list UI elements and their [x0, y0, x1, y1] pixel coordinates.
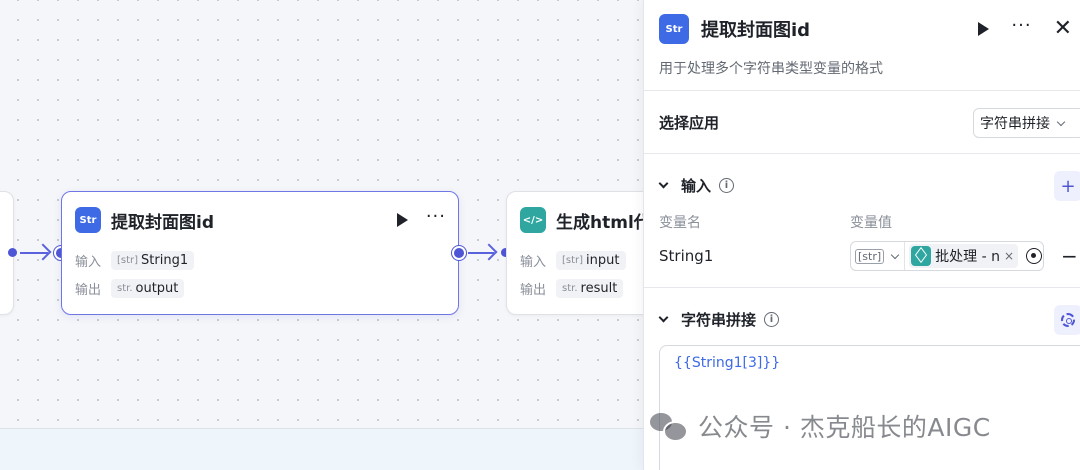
- output-value: result: [580, 281, 618, 296]
- node-config-panel: Str 提取封面图id ··· ✕ 用于处理多个字符串类型变量的格式 选择应用 …: [643, 0, 1080, 470]
- gear-icon: [1061, 313, 1075, 327]
- target-icon[interactable]: [1026, 248, 1043, 264]
- concat-section-title: 字符串拼接: [681, 311, 757, 329]
- main-node-actions: ···: [396, 206, 446, 228]
- reference-chip[interactable]: 批处理 - n ×: [909, 244, 1019, 268]
- wechat-icon: [650, 411, 688, 442]
- info-icon[interactable]: i: [764, 312, 780, 327]
- output-chip: str. result: [556, 279, 624, 298]
- add-variable-button[interactable]: +: [1054, 171, 1080, 201]
- main-node-output-port[interactable]: [452, 246, 466, 260]
- output-label: 输出: [520, 283, 547, 298]
- watermark: 公众号 · 杰克船长的AIGC: [650, 408, 991, 444]
- type-tag: [str]: [117, 255, 139, 266]
- layers-icon: [911, 246, 932, 266]
- input-section-header[interactable]: 输入 i: [658, 175, 735, 196]
- next-node-input-port[interactable]: [501, 248, 510, 257]
- main-node-title: 提取封面图id: [111, 212, 214, 233]
- type-tag: [str]: [855, 248, 885, 264]
- column-header-name: 变量名: [659, 215, 701, 231]
- chevron-down-icon: [890, 250, 900, 259]
- next-node-title: 生成html代: [556, 212, 651, 233]
- play-icon[interactable]: [978, 22, 990, 36]
- divider: [644, 153, 1080, 154]
- more-icon[interactable]: ···: [1011, 15, 1032, 36]
- panel-title[interactable]: 提取封面图id: [701, 20, 811, 41]
- divider: [644, 90, 1080, 91]
- next-node-output-row: 输出 str. result: [520, 279, 624, 298]
- next-node-header: </> 生成html代: [520, 206, 663, 234]
- edge-arrow-in: [20, 252, 48, 254]
- code-icon: </>: [520, 207, 546, 233]
- variable-name: String1: [659, 247, 714, 265]
- play-icon[interactable]: [396, 213, 408, 227]
- chevron-down-icon: [1056, 117, 1066, 126]
- concat-section-header[interactable]: 字符串拼接 i: [658, 309, 780, 330]
- select-app-label: 选择应用: [659, 114, 720, 132]
- reference-label: 批处理 - n: [935, 249, 1000, 265]
- panel-header: Str 提取封面图id ··· ✕: [659, 14, 1080, 44]
- canvas-footer: [0, 428, 643, 470]
- divider: [644, 287, 1080, 288]
- main-node-header: Str 提取封面图id ···: [75, 206, 446, 234]
- input-chip: [str] input: [556, 251, 626, 270]
- info-icon[interactable]: i: [719, 178, 735, 193]
- main-node[interactable]: Str 提取封面图id ··· 输入 [str] String1 输出 str.…: [61, 191, 459, 315]
- workflow-canvas[interactable]: Str 提取封面图id ··· 输入 [str] String1 输出 str.…: [0, 0, 676, 428]
- type-tag: str.: [562, 283, 578, 294]
- panel-actions: ··· ✕: [978, 15, 1072, 41]
- type-tag: str.: [117, 283, 133, 294]
- output-label: 输出: [75, 283, 102, 298]
- close-icon[interactable]: ✕: [1053, 16, 1072, 41]
- column-header-value: 变量值: [850, 215, 892, 231]
- variable-value-field[interactable]: [str] 批处理 - n ×: [850, 241, 1044, 271]
- input-label: 输入: [75, 255, 102, 270]
- input-value: input: [586, 253, 620, 268]
- edge-arrow-out: [468, 252, 494, 254]
- main-node-input-row: 输入 [str] String1: [75, 251, 195, 270]
- input-label: 输入: [520, 255, 547, 270]
- main-node-output-row: 输出 str. output: [75, 279, 185, 298]
- type-selector[interactable]: [str]: [855, 242, 906, 270]
- chevron-down-icon[interactable]: [658, 178, 669, 189]
- close-icon[interactable]: ×: [1003, 249, 1015, 263]
- string-icon: Str: [659, 14, 689, 44]
- input-chip: [str] String1: [111, 251, 195, 270]
- input-value: String1: [141, 253, 189, 268]
- output-value: output: [135, 281, 179, 296]
- settings-button[interactable]: [1054, 305, 1080, 335]
- template-text: {{String1[3]}}: [674, 355, 781, 371]
- template-editor[interactable]: {{String1[3]}}: [659, 345, 1080, 470]
- type-tag: [str]: [562, 255, 584, 266]
- chevron-down-icon[interactable]: [658, 312, 669, 323]
- select-app-dropdown[interactable]: 字符串拼接: [973, 108, 1080, 138]
- remove-variable-button[interactable]: −: [1061, 244, 1078, 268]
- select-app-value: 字符串拼接: [980, 116, 1050, 132]
- watermark-text: 公众号 · 杰克船长的AIGC: [698, 413, 991, 442]
- output-chip: str. output: [111, 279, 185, 298]
- previous-node-output-port[interactable]: [8, 248, 17, 257]
- more-icon[interactable]: ···: [425, 206, 446, 227]
- input-section-title: 输入: [681, 177, 712, 195]
- panel-description: 用于处理多个字符串类型变量的格式: [659, 61, 883, 77]
- string-icon: Str: [75, 207, 101, 233]
- next-node-input-row: 输入 [str] input: [520, 251, 626, 270]
